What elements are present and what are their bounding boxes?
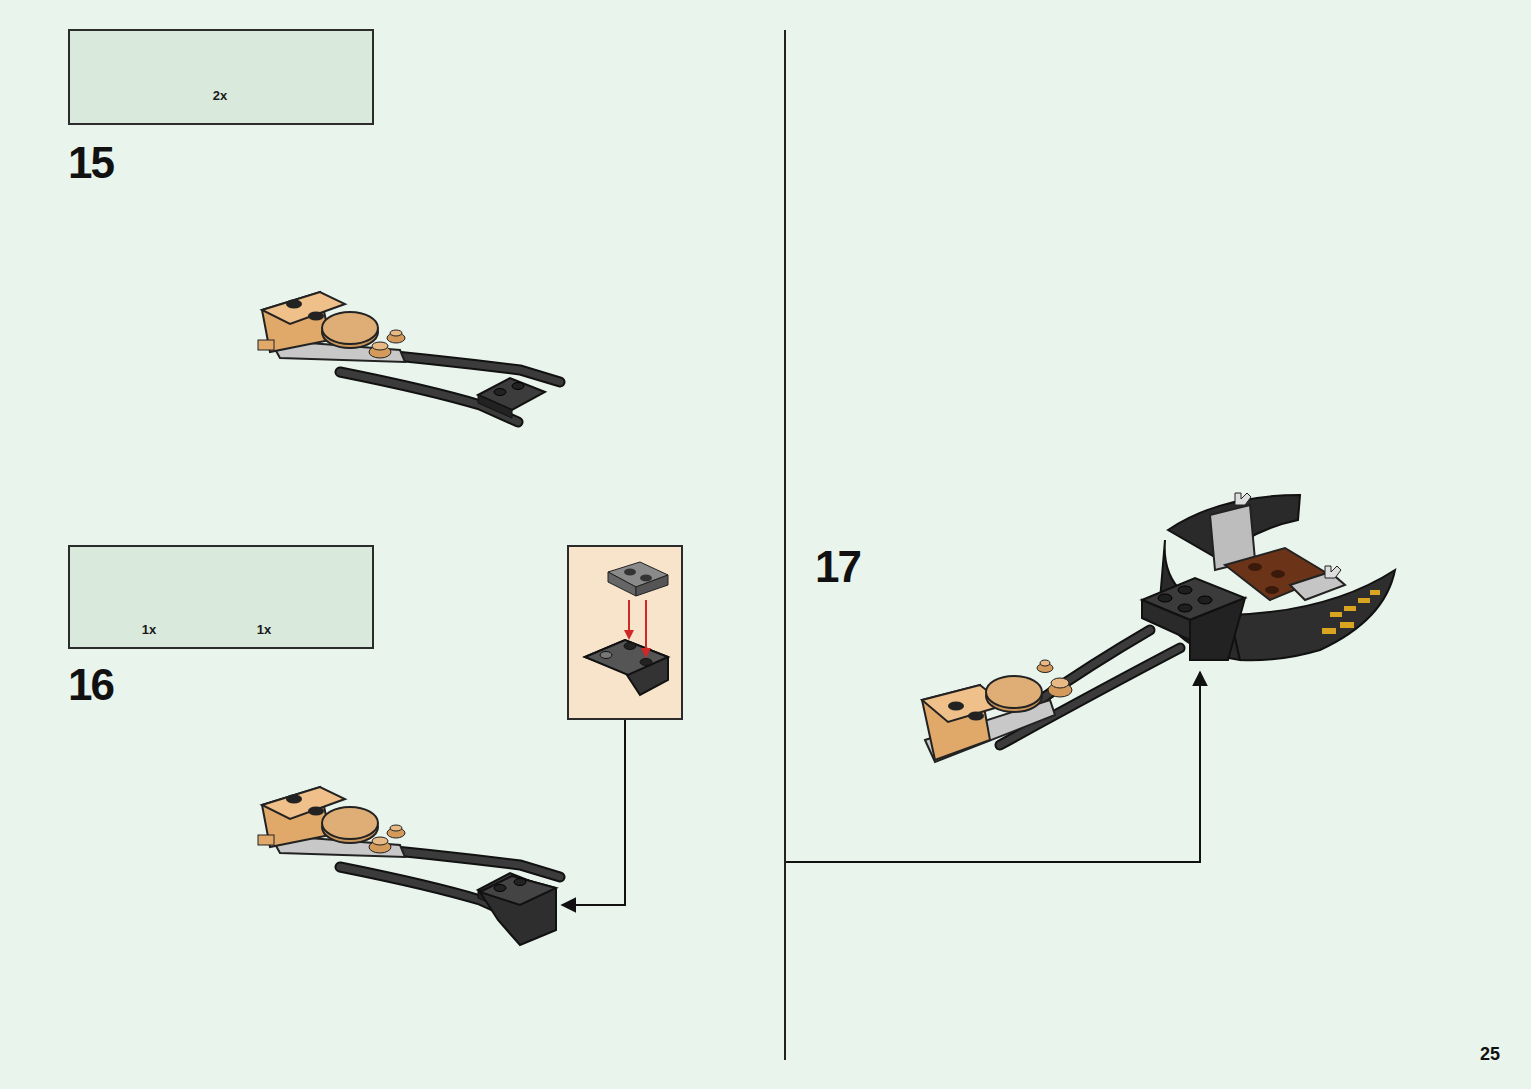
parts-callout-box: 2x: [68, 29, 374, 125]
subassembly-callout: [568, 546, 682, 719]
parts-callout-box: 1x 1x: [68, 545, 374, 649]
page-number: 25: [1480, 1044, 1500, 1065]
leader-arrow: [786, 672, 1200, 862]
step-number: 17: [815, 542, 860, 592]
corner-marks: [362, 113, 681, 718]
step-model: [922, 493, 1395, 762]
quantity-label: 1x: [142, 622, 156, 637]
step-model: [258, 787, 560, 945]
quantity-label: 2x: [213, 88, 227, 103]
leader-arrow: [562, 720, 625, 905]
step-model: [258, 292, 560, 422]
step-number: 16: [68, 660, 113, 710]
page-divider: [784, 30, 786, 1060]
step-number: 15: [68, 138, 113, 188]
quantity-label: 1x: [257, 622, 271, 637]
